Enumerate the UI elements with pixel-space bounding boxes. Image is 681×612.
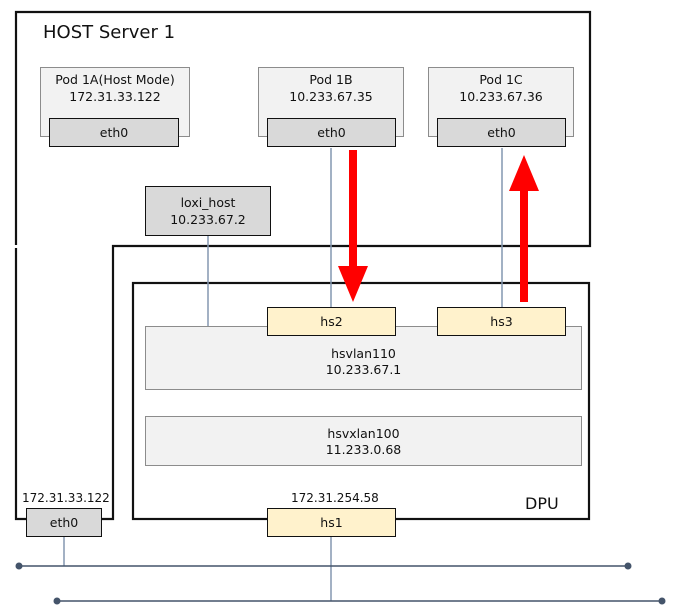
pod-1b-eth0-port[interactable]: eth0 — [267, 118, 396, 147]
hs3-label: hs3 — [490, 314, 513, 329]
pod-1b-eth0-label: eth0 — [317, 125, 346, 140]
bus-line-2-end-dot — [658, 597, 666, 605]
hsvxlan100-box[interactable]: hsvxlan100 11.233.0.68 — [145, 416, 582, 466]
hsvlan110-name: hsvlan110 — [331, 346, 396, 361]
pod-1a-eth0-port[interactable]: eth0 — [49, 118, 179, 147]
loxi-host-ip: 10.233.67.2 — [170, 212, 246, 227]
hs1-label: hs1 — [320, 515, 343, 530]
red-arrow-up — [509, 155, 539, 302]
loxi-host-name: loxi_host — [180, 195, 236, 210]
pod-1c-eth0-port[interactable]: eth0 — [437, 118, 566, 147]
loxi-host-box[interactable]: loxi_host 10.233.67.2 — [145, 186, 271, 236]
pod-1c-eth0-label: eth0 — [487, 125, 516, 140]
hs2-label: hs2 — [320, 314, 343, 329]
pod-1a-eth0-label: eth0 — [99, 125, 129, 140]
host-eth0-port[interactable]: eth0 — [26, 508, 102, 537]
pod-1b-ip: 10.233.67.35 — [289, 89, 373, 104]
bus-line-1-end-dot — [624, 562, 632, 570]
hsvxlan100-ip: 11.233.0.68 — [325, 442, 402, 457]
red-arrow-down — [338, 150, 368, 302]
bus-line-2-start-dot — [53, 597, 61, 605]
host-server-title: HOST Server 1 — [43, 22, 176, 43]
pod-1c-name: Pod 1C — [479, 72, 523, 87]
pod-1a-name: Pod 1A(Host Mode) — [55, 72, 175, 87]
hs3-port[interactable]: hs3 — [437, 307, 566, 336]
host-nic-ip: 172.31.33.122 — [22, 491, 110, 505]
hs2-port[interactable]: hs2 — [267, 307, 396, 336]
host-eth0-label: eth0 — [49, 515, 79, 530]
hs1-port[interactable]: hs1 — [267, 508, 396, 537]
dpu-uplink-ip: 172.31.254.58 — [291, 491, 379, 505]
dpu-label: DPU — [525, 494, 559, 513]
hsvlan110-ip: 10.233.67.1 — [325, 362, 402, 377]
pod-1b-name: Pod 1B — [309, 72, 353, 87]
bus-line-1-start-dot — [15, 562, 23, 570]
hsvxlan100-name: hsvxlan100 — [327, 426, 400, 441]
pod-1c-ip: 10.233.67.36 — [459, 89, 543, 104]
pod-1a-ip: 172.31.33.122 — [69, 89, 161, 104]
